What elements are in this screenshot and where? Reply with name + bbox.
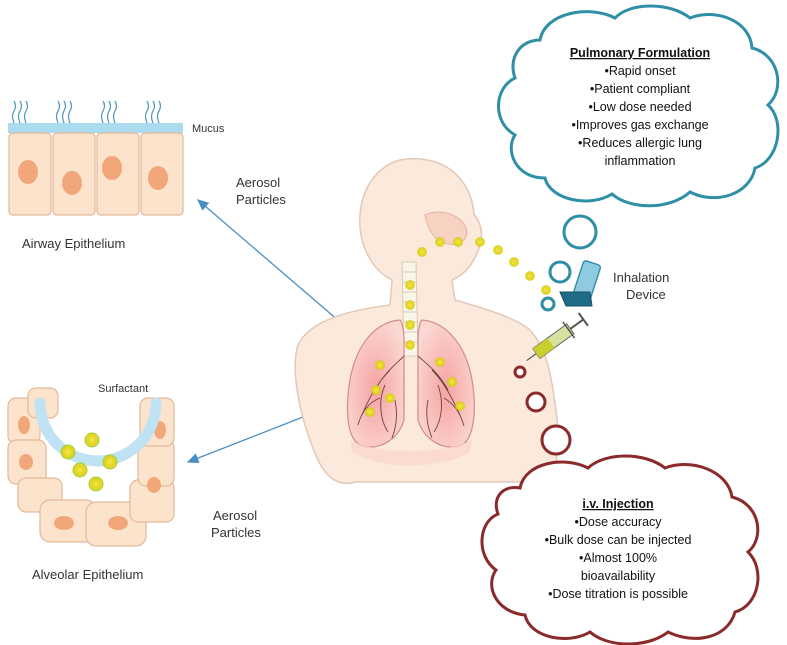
iv-item-1: •Dose accuracy [574, 515, 662, 529]
pulmonary-item-1: •Rapid onset [604, 64, 676, 78]
iv-cloud-title: i.v. Injection [582, 497, 653, 511]
aerosol-bottom-label-line2: Particles [211, 525, 261, 540]
alveolar-nuclei [18, 416, 166, 530]
nasal-cavity [424, 211, 468, 245]
inhalation-device-label-line1: Inhalation [613, 270, 669, 285]
inhaler-icon [559, 260, 602, 307]
iv-thought-bubbles [513, 365, 572, 456]
alveolar-cells [7, 387, 175, 547]
pulmonary-cloud-shape [497, 4, 780, 208]
iv-cloud-shape [480, 454, 760, 645]
surfactant-layer [34, 397, 162, 467]
aerosol-top-label-line2: Particles [236, 192, 286, 207]
cilia [11, 100, 162, 124]
pulmonary-item-5-cont: inflammation [605, 154, 676, 168]
pulmonary-item-4: •Improves gas exchange [571, 118, 708, 132]
mucus-label: Mucus [192, 123, 225, 135]
aerosol-bottom-label-line1: Aerosol [213, 508, 257, 523]
airway-nuclei [18, 156, 168, 195]
surfactant-label: Surfactant [98, 383, 148, 395]
diaphragm-shadow [350, 440, 472, 466]
pulmonary-formulation-cloud: Pulmonary Formulation •Rapid onset •Pati… [497, 4, 780, 208]
mucus-band [8, 123, 183, 133]
inhalation-device-label-line2: Device [626, 287, 666, 302]
aerosol-top-label-line1: Aerosol [236, 175, 280, 190]
pulmonary-cloud-title: Pulmonary Formulation [570, 46, 710, 60]
pulmonary-thought-bubbles [540, 214, 598, 312]
human-torso [294, 157, 559, 485]
pulmonary-item-2: •Patient compliant [590, 82, 691, 96]
iv-item-3: •Almost 100% [579, 551, 657, 565]
iv-item-4: •Dose titration is possible [548, 587, 688, 601]
inhaled-particles [365, 237, 551, 417]
iv-injection-cloud: i.v. Injection •Dose accuracy •Bulk dose… [480, 454, 760, 645]
pulmonary-item-3: •Low dose needed [588, 100, 691, 114]
iv-item-2: •Bulk dose can be injected [545, 533, 692, 547]
airway-epithelium-illustration: Mucus Airway Epithelium [8, 100, 225, 251]
iv-item-3-cont: bioavailability [581, 569, 656, 583]
pulmonary-item-5: •Reduces allergic lung [578, 136, 702, 150]
alveolar-epithelium-illustration: Surfactant Alveolar Epithelium [7, 383, 175, 582]
syringe-icon [526, 312, 589, 362]
airway-epithelium-label: Airway Epithelium [22, 236, 125, 251]
alveolar-particles [60, 432, 118, 492]
alveolar-epithelium-label: Alveolar Epithelium [32, 567, 143, 582]
